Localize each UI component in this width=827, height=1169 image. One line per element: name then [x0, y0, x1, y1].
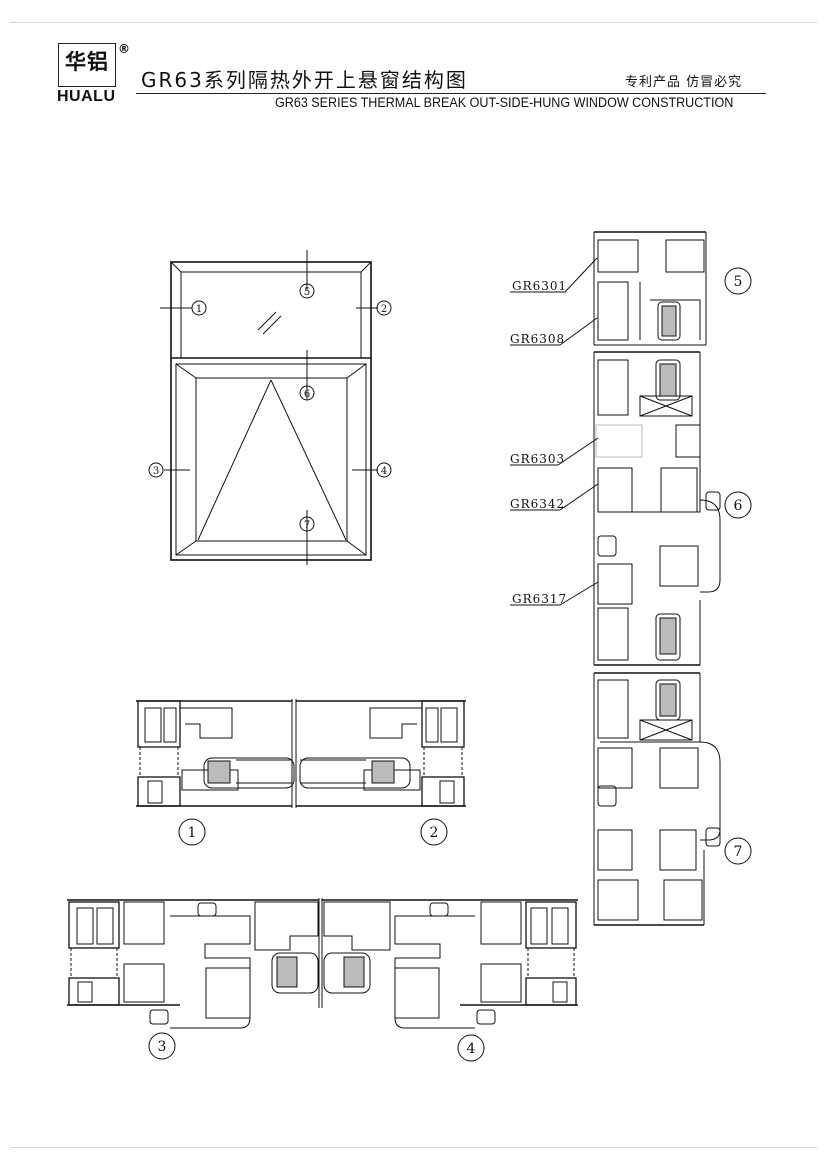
profile-label-gr6303: GR6303	[510, 452, 565, 466]
logo-text-cn: 华铝	[65, 50, 109, 74]
section-label-7: 7	[734, 844, 743, 860]
elevation-marker-3: 3	[153, 466, 159, 477]
vertical-section-drawing	[593, 231, 721, 926]
profile-label-gr6308: GR6308	[510, 332, 565, 346]
bottom-border-line	[10, 1147, 817, 1148]
elevation-marker-4: 4	[381, 466, 387, 477]
page-title: GR63系列隔热外开上悬窗结构图	[141, 68, 468, 92]
page-subtitle: GR63 SERIES THERMAL BREAK OUT-SIDE-HUNG …	[275, 95, 734, 110]
profile-label-gr6301: GR6301	[512, 279, 567, 293]
section-label-2: 2	[430, 825, 439, 841]
logo: 华铝	[58, 43, 116, 87]
top-border-line	[10, 22, 817, 23]
section-1-2-drawing	[135, 698, 467, 809]
section-label-5: 5	[734, 274, 743, 290]
elevation-marker-6: 6	[304, 389, 310, 400]
title-underline	[136, 93, 766, 94]
elevation-marker-5: 5	[304, 287, 310, 298]
section-label-6: 6	[734, 498, 743, 514]
patent-note: 专利产品 仿冒必究	[625, 75, 743, 90]
section-3-4-drawing	[67, 898, 578, 1029]
elevation-marker-7: 7	[304, 520, 310, 531]
section-label-1: 1	[188, 825, 197, 841]
marker-circles	[148, 267, 752, 1062]
profile-label-gr6342: GR6342	[510, 497, 565, 511]
section-label-3: 3	[158, 1039, 167, 1055]
profile-label-gr6317: GR6317	[512, 592, 567, 606]
elevation-marker-2: 2	[381, 304, 387, 315]
window-elevation	[160, 250, 378, 565]
profile-leaders	[510, 257, 599, 606]
registered-mark: ®	[118, 42, 130, 56]
section-label-4: 4	[467, 1041, 476, 1057]
elevation-marker-1: 1	[196, 304, 202, 315]
logo-text-en: HUALU	[57, 88, 116, 105]
